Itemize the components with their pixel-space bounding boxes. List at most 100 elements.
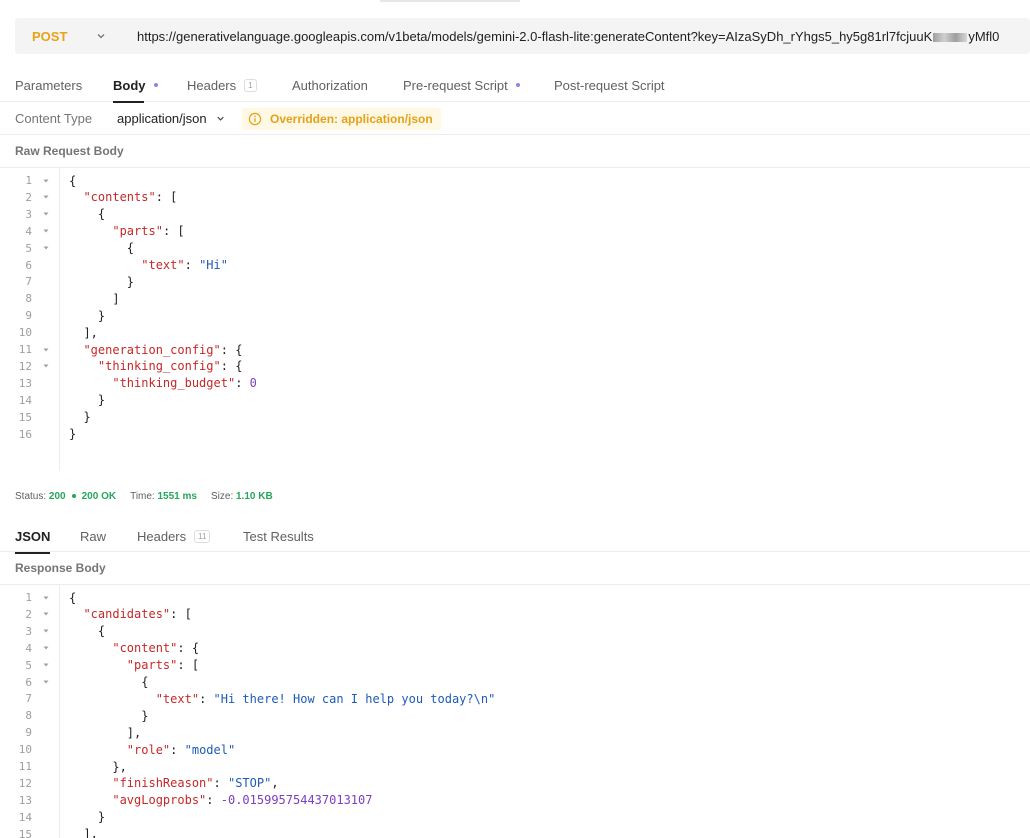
code-text: "parts": [ [126,658,200,673]
code-text: { [69,590,77,605]
info-circle-icon [248,112,262,126]
line-number: 9 [25,726,32,740]
status-text: 200 OK [81,490,117,502]
code-text: "thinking_budget": 0 [112,376,257,391]
fold-triangle-icon[interactable] [42,227,50,235]
response-body-viewer[interactable]: 1{2 "candidates": [3 {4 "content": {5 "p… [0,585,1030,838]
chevron-down-icon [97,34,105,39]
line-number: 5 [25,658,32,672]
code-line: 1{ [0,589,1030,606]
fold-triangle-icon[interactable] [42,346,50,354]
code-line: 4 "content": { [0,640,1030,657]
code-line: 6 { [0,674,1030,691]
line-number: 11 [18,760,32,773]
tab-json[interactable]: JSON [15,519,51,554]
tab-body[interactable]: Body [113,68,158,103]
line-number: 12 [18,359,32,373]
line-number: 15 [18,410,32,424]
override-badge: Overridden: application/json [242,108,441,130]
code-line: 15 ], [0,826,1030,838]
fold-triangle-icon[interactable] [42,661,50,669]
code-line: 2 "contents": [ [0,189,1030,206]
raw-request-body-label: Raw Request Body [0,135,1030,168]
code-line: 7 "text": "Hi there! How can I help you … [0,690,1030,707]
modified-dot [515,83,520,87]
line-number: 13 [18,376,32,390]
line-number: 4 [25,641,32,655]
code-text: { [69,675,149,689]
code-text: { [69,173,77,188]
tab-label: Body [113,77,146,93]
line-number: 8 [25,709,32,723]
fold-triangle-icon[interactable] [42,244,50,252]
code-text: { [69,624,106,639]
content-type-select[interactable]: application/json [117,111,226,126]
code-text: ], [69,827,98,838]
line-number: 6 [25,675,32,689]
line-number: 14 [18,810,32,824]
code-text: "text": "Hi" [141,258,228,272]
line-number: 1 [25,174,32,187]
code-text: "role": "model" [126,742,236,757]
fold-triangle-icon[interactable] [42,610,50,618]
code-text: "avgLogprobs": -0.015995754437013107 [112,793,373,808]
code-text: } [69,393,106,408]
fold-triangle-icon[interactable] [42,627,50,635]
section-label-text: Raw Request Body [15,144,124,158]
line-number: 10 [18,326,32,340]
tab-label: Raw [80,528,107,544]
headers-count-badge: 11 [194,529,211,543]
active-tab-underline [15,552,51,554]
status-code: 200 [48,490,66,502]
code-line: 3 { [0,206,1030,223]
line-number: 1 [25,591,32,604]
code-line: 8 ] [0,290,1030,307]
code-text: "finishReason": "STOP", [112,776,279,791]
content-type-label: Content Type [15,110,93,126]
line-number: 12 [18,776,32,790]
status-label: Status: [15,490,47,502]
tab-raw[interactable]: Raw [80,519,106,553]
url-suffix: yMfl0 [968,28,1000,44]
line-number: 15 [18,827,32,838]
top-tab-hint [380,0,520,2]
tab-label: Pre-request Script [403,77,508,93]
line-number: 4 [25,224,32,238]
code-line: 12 "thinking_config": { [0,358,1030,375]
code-line: 11 }, [0,758,1030,775]
url-input[interactable]: https://generativelanguage.googleapis.co… [123,29,1013,44]
fold-triangle-icon[interactable] [42,210,50,218]
tab-pre-request-script[interactable]: Pre-request Script [403,68,520,102]
editor-gutter [0,585,60,838]
code-text: "thinking_config": { [97,359,243,374]
code-text: } [69,427,77,441]
line-number: 3 [25,624,32,638]
code-text: ], [69,725,142,740]
fold-triangle-icon[interactable] [42,678,50,686]
code-line: 14 } [0,809,1030,826]
chevron-down-icon [216,116,224,121]
section-label-text: Response Body [15,561,106,575]
code-text: } [69,410,91,425]
fold-triangle-icon[interactable] [42,644,50,652]
code-line: 7 } [0,273,1030,290]
tab-authorization[interactable]: Authorization [292,68,368,102]
tab-post-request-script[interactable]: Post-request Script [554,68,665,102]
tab-label: Authorization [292,77,368,93]
code-text: } [69,274,135,289]
tab-parameters[interactable]: Parameters [15,68,82,102]
request-body-editor[interactable]: 1{2 "contents": [3 {4 "parts": [5 {6 "te… [0,168,1030,471]
fold-triangle-icon[interactable] [42,362,50,370]
fold-triangle-icon[interactable] [42,594,50,602]
method-select[interactable]: POST [15,18,123,54]
tab-test-results[interactable]: Test Results [243,519,314,553]
code-line: 5 "parts": [ [0,657,1030,674]
tab-label: JSON [15,528,51,544]
time-label: Time: [130,490,155,502]
code-line: 8 } [0,707,1030,724]
fold-triangle-icon[interactable] [42,177,50,185]
fold-triangle-icon[interactable] [42,193,50,201]
